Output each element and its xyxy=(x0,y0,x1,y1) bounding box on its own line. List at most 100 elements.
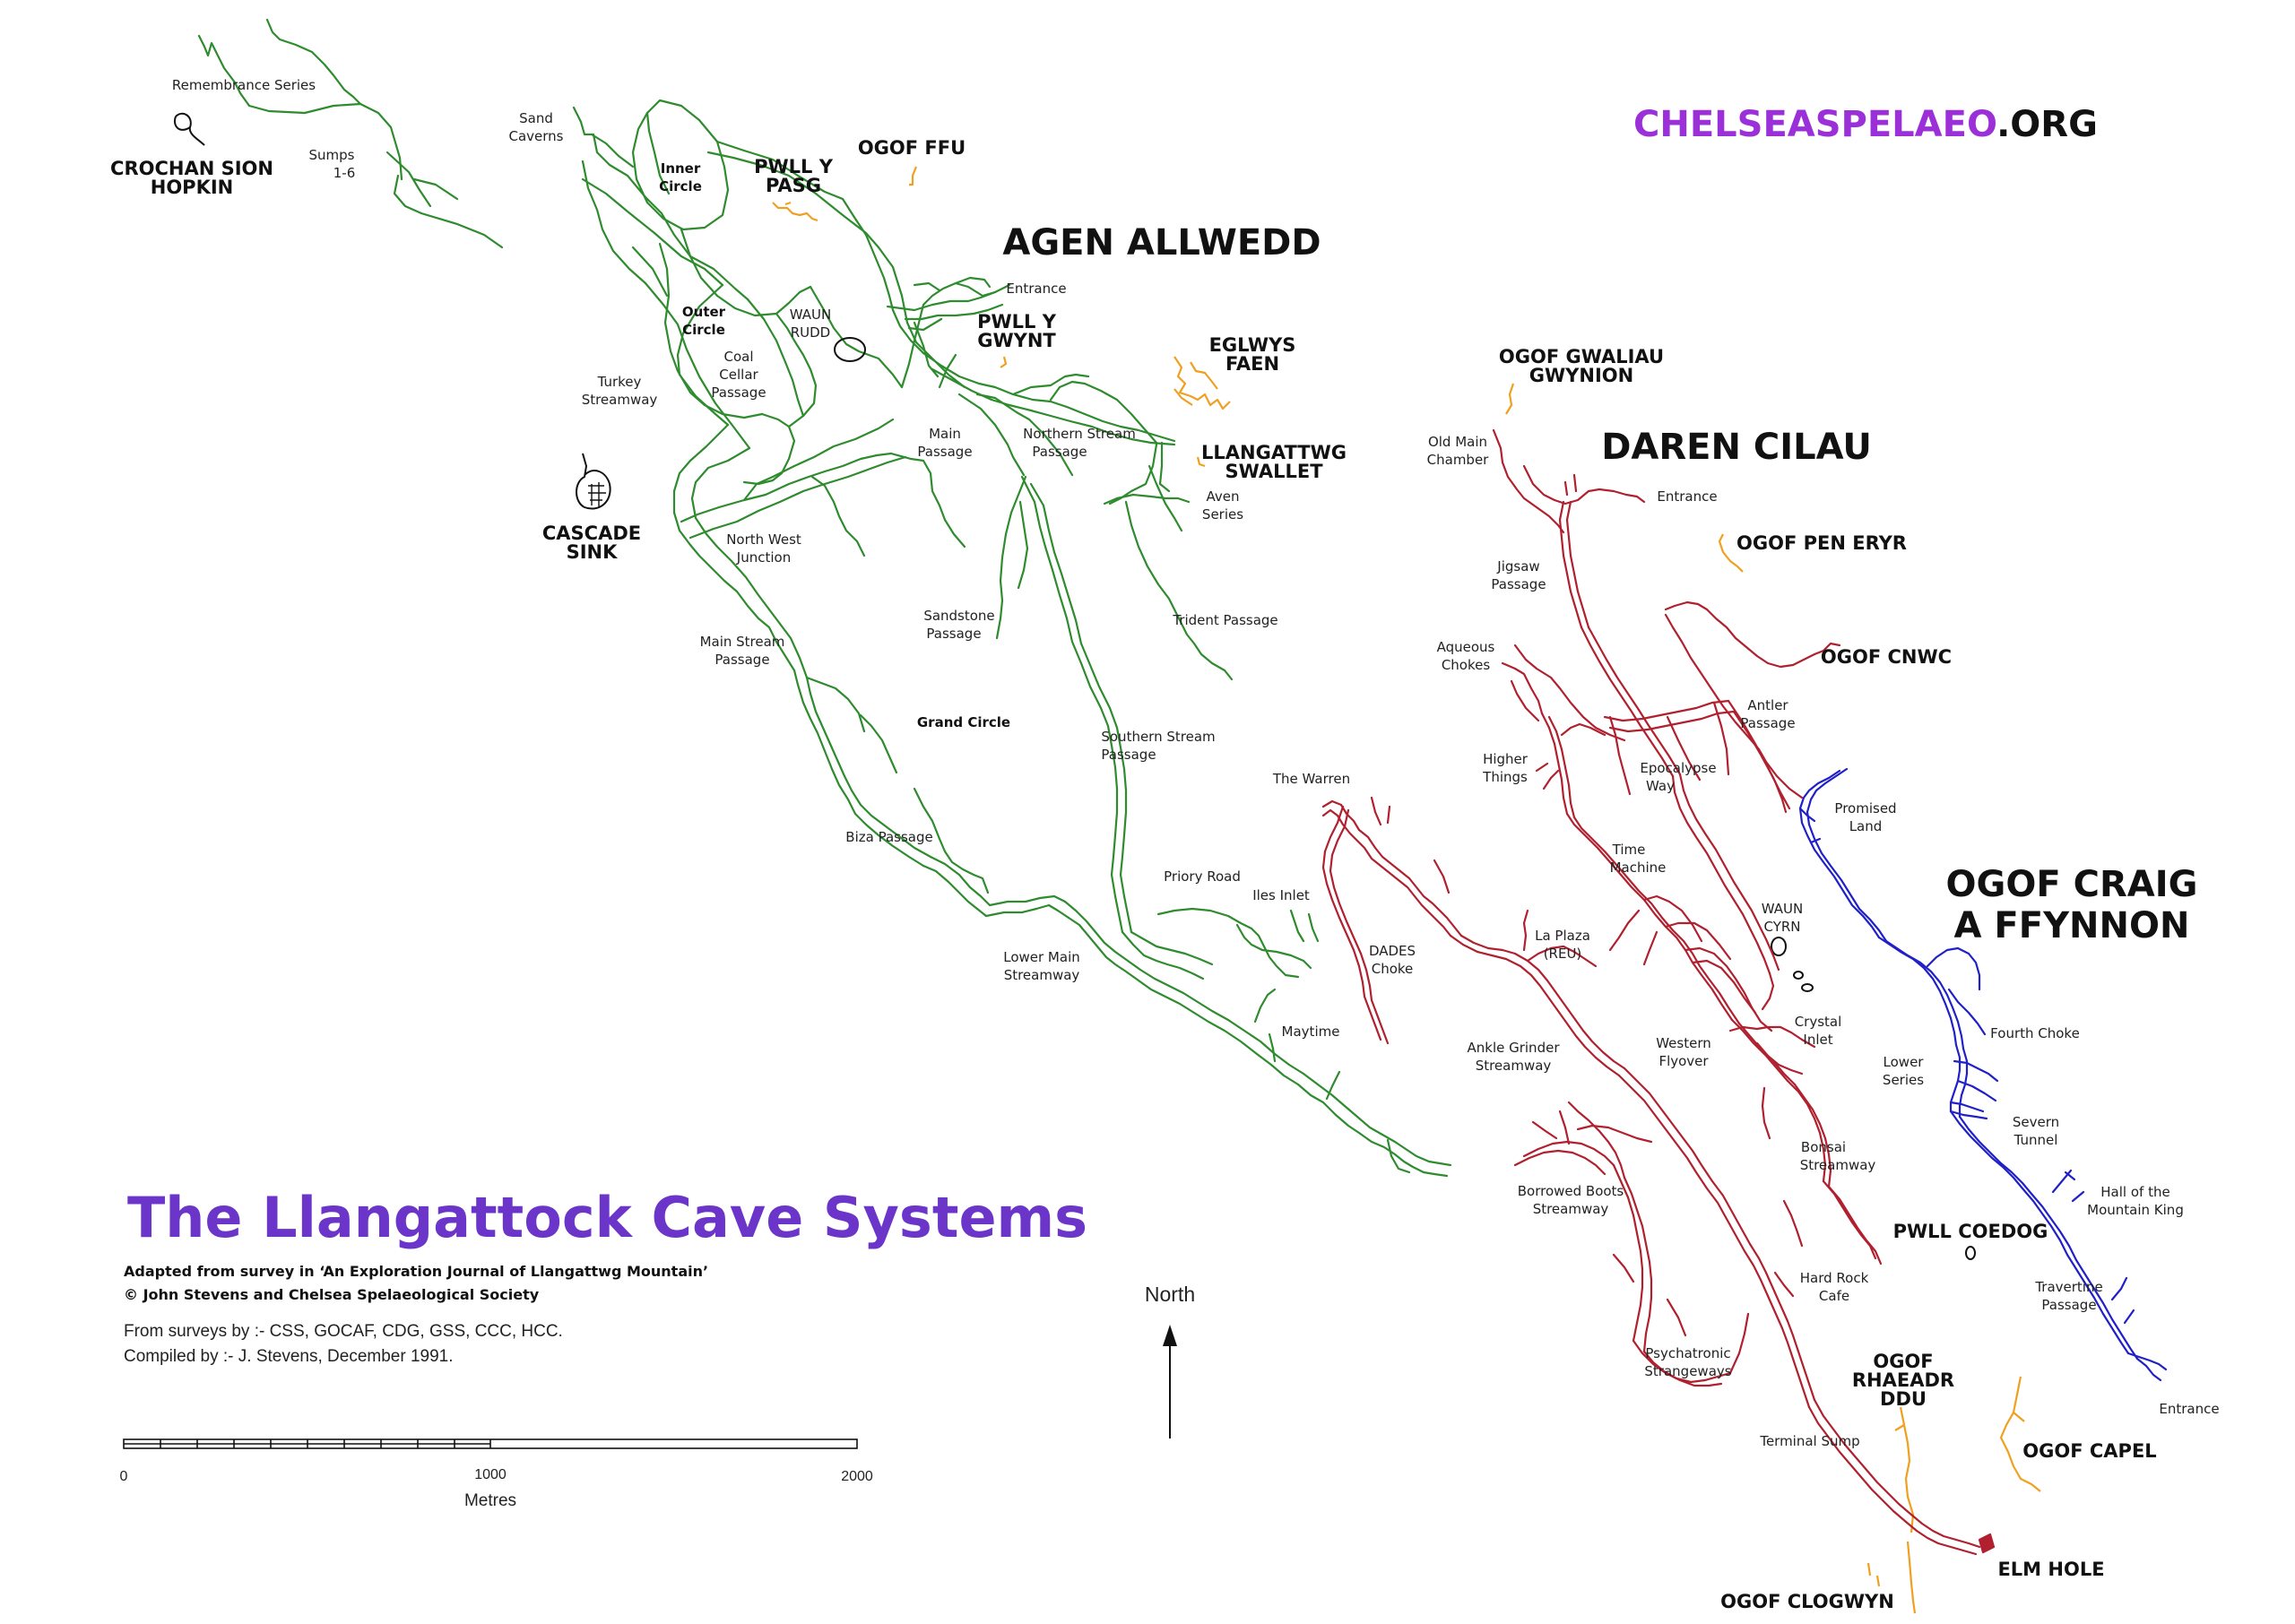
cave-pwll-pasg-1: PWLL Y xyxy=(754,156,834,177)
lbl-southern-1: Southern Stream xyxy=(1101,729,1215,745)
lbl-antler-1: Antler xyxy=(1747,697,1788,713)
cave-pwll-pasg-2: PASG xyxy=(766,175,821,196)
lbl-promised-1: Promised xyxy=(1834,800,1896,816)
lbl-outer-2: Circle xyxy=(682,322,725,338)
cave-rhaeadr-3: DDU xyxy=(1880,1388,1927,1410)
lbl-borrowed-1: Borrowed Boots xyxy=(1518,1183,1624,1199)
cave-cnwc: OGOF CNWC xyxy=(1821,646,1952,668)
lbl-terminal: Terminal Sump xyxy=(1759,1433,1859,1449)
lbl-trident: Trident Passage xyxy=(1172,612,1277,628)
lbl-maytime: Maytime xyxy=(1282,1024,1340,1040)
lbl-sandstone-2: Passage xyxy=(926,626,981,642)
cave-llangattwg-1: LLANGATTWG xyxy=(1201,442,1347,463)
scale-max: 2000 xyxy=(841,1469,873,1484)
lbl-coal-3: Passage xyxy=(711,384,766,401)
lbl-time-1: Time xyxy=(1612,842,1646,858)
cave-rhaeadr-1: OGOF xyxy=(1873,1351,1933,1372)
lbl-turkey-2: Streamway xyxy=(582,392,658,408)
lbl-travertine-2: Passage xyxy=(2041,1297,2096,1313)
lbl-dc-entrance: Entrance xyxy=(1657,488,1717,505)
elm-hole-entrance-mark xyxy=(1978,1533,1996,1554)
lbl-lower-series-2: Series xyxy=(1883,1072,1924,1088)
credit-line-1: Adapted from survey in ‘An Exploration J… xyxy=(124,1263,708,1280)
lbl-remembrance: Remembrance Series xyxy=(172,77,316,93)
cave-gwaliau-1: OGOF GWALIAU xyxy=(1499,346,1664,367)
lbl-hall-1: Hall of the xyxy=(2100,1184,2169,1200)
lbl-main-passage-2: Passage xyxy=(917,444,972,460)
passage-labels: Remembrance Series Sumps 1-6 Sand Cavern… xyxy=(172,77,2220,1449)
clogwyn-passage xyxy=(1866,1541,1917,1614)
lbl-old-main-2: Chamber xyxy=(1427,452,1490,468)
lbl-western-2: Flyover xyxy=(1658,1053,1709,1069)
ogof-ffu-passage xyxy=(909,166,918,186)
lbl-main-stream-1: Main Stream xyxy=(700,634,785,650)
lbl-psych-2: Strangeways xyxy=(1644,1363,1731,1379)
lbl-psych-1: Psychatronic xyxy=(1645,1345,1730,1361)
site-name-main: CHELSEASPELAEO xyxy=(1633,104,1996,145)
cave-gwaliau-2: GWYNION xyxy=(1529,365,1633,386)
lbl-aa-entrance: Entrance xyxy=(1006,281,1066,297)
pen-eryr-passage xyxy=(1718,533,1744,573)
cascade-sink-pattern xyxy=(588,482,606,507)
north-label: North xyxy=(1145,1283,1195,1306)
daren-cilau-passages xyxy=(1321,428,1996,1556)
waun-cyrn-depression-2 xyxy=(1793,971,1804,980)
lbl-higher-1: Higher xyxy=(1483,751,1529,767)
crochan-sion-hopkin-symbol xyxy=(174,112,205,146)
cave-names: CROCHAN SION HOPKIN PWLL Y PASG OGOF FFU… xyxy=(110,137,2157,1612)
lbl-aven-1: Aven xyxy=(1207,488,1240,505)
lbl-la-plaza-2: (REU) xyxy=(1544,946,1582,962)
cave-pwll-gwynt-1: PWLL Y xyxy=(977,311,1057,333)
sink-symbols xyxy=(174,112,1976,1260)
cave-clogwyn: OGOF CLOGWYN xyxy=(1720,1591,1894,1612)
cave-elm-hole: ELM HOLE xyxy=(1997,1559,2104,1580)
lbl-sand-1: Sand xyxy=(519,110,553,126)
lbl-borrowed-2: Streamway xyxy=(1533,1201,1609,1217)
agen-allwedd-passages xyxy=(197,18,1452,1178)
lbl-grand-circle: Grand Circle xyxy=(917,714,1010,730)
lbl-priory: Priory Road xyxy=(1164,868,1241,885)
site-name: CHELSEASPELAEO.ORG xyxy=(1633,104,2098,145)
lbl-inner-1: Inner xyxy=(661,160,701,177)
lbl-nw-junction-1: North West xyxy=(726,531,801,548)
lbl-ocf-entrance: Entrance xyxy=(2159,1401,2219,1417)
cave-ogof-ffu: OGOF FFU xyxy=(858,137,966,159)
lbl-sandstone-1: Sandstone xyxy=(923,608,994,624)
lbl-main-passage-1: Main xyxy=(929,426,961,442)
system-craig-line-2: A FFYNNON xyxy=(1954,905,2190,946)
lbl-hard-rock-1: Hard Rock xyxy=(1800,1270,1869,1286)
lbl-main-stream-2: Passage xyxy=(714,652,769,668)
lbl-turkey-1: Turkey xyxy=(597,374,642,390)
system-daren-cilau: DAREN CILAU xyxy=(1601,427,1872,468)
system-craig-line-1: OGOF CRAIG xyxy=(1946,864,2198,905)
scale-unit: Metres xyxy=(464,1491,516,1510)
lbl-travertine-1: Travertine xyxy=(2034,1279,2102,1295)
north-arrow: North xyxy=(1145,1283,1195,1438)
north-arrow-head xyxy=(1163,1325,1177,1346)
system-agen-allwedd: AGEN ALLWEDD xyxy=(1002,222,1321,263)
lbl-northern-2: Passage xyxy=(1032,444,1087,460)
cave-cascade-1: CASCADE xyxy=(542,523,641,544)
lbl-western-1: Western xyxy=(1656,1035,1711,1051)
scale-min: 0 xyxy=(120,1469,128,1484)
craig-a-ffynnon-passages xyxy=(1798,767,2168,1382)
lbl-hard-rock-2: Cafe xyxy=(1819,1288,1849,1304)
cave-eglwys-1: EGLWYS xyxy=(1209,334,1296,356)
lbl-northern-1: Northern Stream xyxy=(1023,426,1136,442)
lbl-epocalypse-2: Way xyxy=(1646,778,1675,794)
cascade-sink-outline xyxy=(576,453,611,510)
scale-mid: 1000 xyxy=(474,1467,507,1482)
lbl-jigsaw-2: Passage xyxy=(1491,576,1546,592)
lbl-biza: Biza Passage xyxy=(845,829,932,845)
scale-bar xyxy=(123,1438,858,1449)
cave-capel: OGOF CAPEL xyxy=(2022,1440,2156,1462)
cave-crochan-2: HOPKIN xyxy=(151,177,233,198)
lbl-sumps-2: 1-6 xyxy=(333,165,356,181)
llangattwg-swallet-passage xyxy=(1196,456,1206,468)
pwll-coedog-depression xyxy=(1965,1246,1976,1260)
lbl-severn-2: Tunnel xyxy=(2014,1132,2058,1148)
lbl-ankle-2: Streamway xyxy=(1476,1058,1552,1074)
lbl-dades-2: Choke xyxy=(1372,961,1414,977)
eglwys-faen-passage xyxy=(1173,356,1231,410)
cave-rhaeadr-2: RHAEADR xyxy=(1852,1369,1954,1391)
